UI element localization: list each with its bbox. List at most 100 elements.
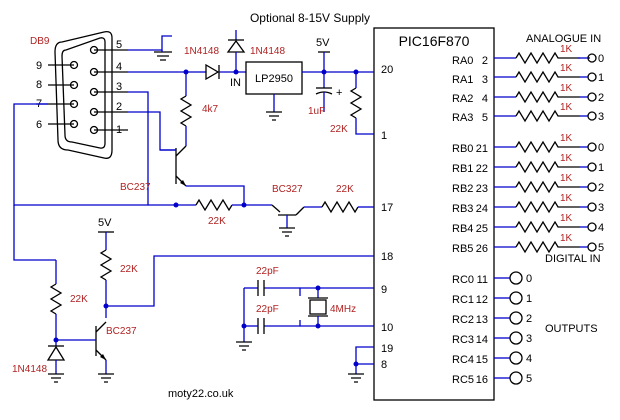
- terminal-number: 0: [526, 273, 532, 285]
- db9-pin-number: 4: [116, 61, 122, 73]
- terminal-icon: [587, 222, 597, 232]
- db9-connector: DB9 9 8 7 6 5 4 3 2 1: [30, 30, 128, 159]
- digital-in-label: DIGITAL IN: [545, 253, 601, 265]
- resistor-value: 22K: [330, 124, 348, 135]
- resistor-4k7: 4k7: [179, 69, 219, 142]
- pic-chip-body: [373, 27, 495, 401]
- db9-pin-number: 5: [116, 39, 122, 51]
- digital-input-3: 1K 3: [494, 193, 604, 214]
- pin-name: RC2: [452, 314, 474, 326]
- supply-label: 5V: [316, 37, 330, 49]
- input-resistor-array: 1K 0 1K 1 1K 2 1K 3: [494, 44, 604, 254]
- pin-number: 12: [476, 294, 488, 306]
- pin-name: RA3: [452, 112, 473, 124]
- terminal-number: 1: [598, 72, 604, 84]
- pin-number: 21: [476, 143, 488, 155]
- pin-name: RC4: [452, 354, 474, 366]
- terminal-number: 5: [598, 242, 604, 254]
- chip-name: PIC16F870: [399, 33, 470, 49]
- footer-credit: moty22.co.uk: [168, 388, 234, 400]
- output-terminal-icon: [509, 291, 523, 305]
- pin-number: 11: [477, 274, 488, 286]
- pin-name: RB3: [452, 203, 473, 215]
- pin-name: RB0: [452, 143, 473, 155]
- pin-number: 17: [381, 202, 393, 214]
- ground-icon: [348, 373, 364, 383]
- capacitor-1uf: + 1uF: [308, 72, 342, 117]
- terminal-icon: [587, 202, 597, 212]
- pin-name: RA0: [452, 55, 473, 67]
- terminal-icon: [587, 92, 597, 102]
- pin-number: 13: [476, 314, 488, 326]
- pin-number: 8: [381, 359, 387, 371]
- terminal-icon: [587, 142, 597, 152]
- output-terminal-icon: [509, 271, 523, 285]
- transistor-bc237-a: BC237: [120, 142, 245, 205]
- resistor-value: 1K: [560, 83, 573, 94]
- db9-pin-number: 1: [116, 124, 122, 136]
- resistor-value: 1K: [560, 213, 573, 224]
- diode-label: 1N4148: [184, 46, 219, 57]
- resistor-22k-base: 22K: [13, 205, 88, 346]
- terminal-number: 3: [526, 333, 532, 345]
- resistor-22k-collector: 22K: [99, 249, 374, 318]
- transistor-bc327: BC327: [271, 184, 322, 237]
- output-terminal-icon: [509, 371, 523, 385]
- ground-icon: [266, 111, 282, 121]
- resistor-value: 22K: [208, 216, 226, 227]
- db9-pin-number: 9: [36, 60, 42, 72]
- outputs-label: OUTPUTS: [545, 323, 598, 335]
- output-terminal-icon: [509, 331, 523, 345]
- pin-name: RB1: [452, 163, 473, 175]
- diode-label: 1N4148: [12, 364, 47, 375]
- pin-name: RB4: [452, 223, 473, 235]
- terminal-number: 1: [526, 293, 532, 305]
- pin-number: 14: [476, 334, 488, 346]
- diode-1n4148-series: 1N4148: [184, 46, 246, 81]
- resistor-value: 1K: [560, 102, 573, 113]
- output-terminal-icon: [509, 311, 523, 325]
- terminal-number: 5: [526, 373, 532, 385]
- terminal-number: 2: [526, 313, 532, 325]
- terminal-number: 0: [598, 142, 604, 154]
- resistor-value: 1K: [560, 193, 573, 204]
- ground-icon: [279, 227, 295, 237]
- terminal-icon: [587, 72, 597, 82]
- pin-number: 2: [482, 55, 488, 67]
- resistor-value: 1K: [560, 133, 573, 144]
- db9-label: DB9: [30, 36, 50, 47]
- supply-5v-top: 5V: [316, 37, 330, 75]
- crystal-icon: [309, 299, 327, 315]
- terminal-number: 4: [526, 353, 532, 365]
- output-terminal-icon: [509, 351, 523, 365]
- analogue-input-0: 1K 0: [494, 44, 604, 65]
- transistor-bc237-b: BC237: [56, 321, 137, 383]
- pin-number: 20: [381, 64, 393, 76]
- resistor-22k-rx: 22K: [321, 184, 374, 214]
- db9-shell: [54, 30, 113, 159]
- crystal-label: 4MHz: [330, 304, 356, 315]
- resistor-22k-bias: 22K: [148, 198, 272, 227]
- resistor-22k-mclr: 22K: [330, 69, 374, 135]
- resistor-value: 22K: [336, 184, 354, 195]
- title: Optional 8-15V Supply: [250, 11, 370, 25]
- pin-number: 9: [381, 284, 387, 296]
- analogue-input-2: 1K 2: [494, 83, 604, 104]
- db9-pin-number: 6: [36, 119, 42, 131]
- chip-right-pins: RA0 2 RA1 3 RA2 4 RA3 5 RB0 21 RB1 22 RB…: [452, 55, 488, 386]
- digital-input-4: 1K 4: [494, 213, 604, 234]
- ground-icon: [48, 373, 64, 383]
- pin-number: 15: [476, 354, 488, 366]
- resistor-value: 1K: [560, 153, 573, 164]
- analogue-in-label: ANALOGUE IN: [526, 33, 601, 45]
- terminal-number: 3: [598, 202, 604, 214]
- supply-5v-bottom: 5V: [98, 217, 114, 250]
- ground-icon: [236, 341, 252, 351]
- digital-input-1: 1K 1: [494, 153, 604, 174]
- output-terminals: 0 1 2 3 4 5: [494, 271, 532, 385]
- pin-number: 4: [482, 93, 488, 105]
- pin-number: 10: [381, 322, 393, 334]
- terminal-icon: [587, 182, 597, 192]
- terminal-icon: [587, 53, 597, 63]
